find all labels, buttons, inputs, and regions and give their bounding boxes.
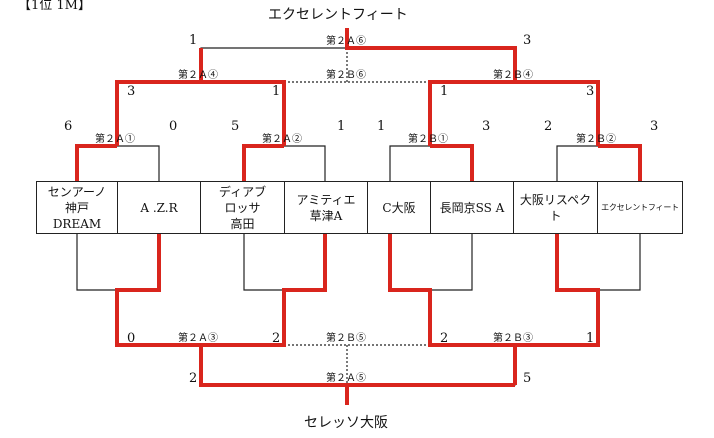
winner-respect xyxy=(515,234,600,347)
placement-note: 【1位 1M】 xyxy=(18,0,91,13)
score-bot-a3-right: 2 xyxy=(272,331,280,346)
score-bot-a3-left: 0 xyxy=(127,331,135,346)
label-bot-b5: 第２Ｂ⑤ xyxy=(326,331,366,344)
r1-b1-lines xyxy=(389,145,473,181)
r1-a1-lines xyxy=(76,145,160,181)
score-r2-b4-right: 3 xyxy=(586,84,594,99)
top-bracket-lines xyxy=(76,47,641,181)
score-r2-a4-right: 1 xyxy=(272,84,280,99)
label-r1-b2: 第２Ｂ② xyxy=(576,132,616,145)
score-bot-b3-right: 1 xyxy=(586,331,594,346)
label-bot-b3: 第２Ｂ③ xyxy=(493,331,533,344)
team-excellent-feet: エクセレントフィート xyxy=(597,181,683,234)
r2-b4-lines xyxy=(429,81,599,146)
winner-b4b xyxy=(428,80,515,146)
score-final-right: 3 xyxy=(523,33,531,48)
score-bot-a5-right: 5 xyxy=(523,371,531,386)
winner-exc-b2 xyxy=(598,144,642,181)
r2-a4-lines xyxy=(116,81,285,146)
score-r1-b2-right: 3 xyxy=(650,119,658,134)
winner-azr xyxy=(115,234,201,347)
bot-r1-b-lines xyxy=(243,234,326,291)
winner-sen-a1 xyxy=(75,144,117,181)
score-r2-a4-left: 3 xyxy=(127,84,135,99)
winner-amitie xyxy=(201,234,327,347)
winner-final-bottom xyxy=(199,345,349,405)
winner-a4b xyxy=(201,80,286,146)
score-r1-b2-left: 2 xyxy=(544,119,552,134)
label-final-a6: 第２Ａ⑥ xyxy=(326,34,366,47)
bot-r1-a-lines xyxy=(76,234,160,291)
label-r2-a4: 第２Ａ④ xyxy=(178,68,218,81)
label-r1-b1: 第２Ｂ① xyxy=(408,132,448,145)
winner-dia-a2 xyxy=(242,144,284,181)
score-r1-a2-right: 1 xyxy=(337,119,345,134)
team-c-osaka: C大阪 xyxy=(367,181,431,234)
label-r1-a2: 第２Ａ② xyxy=(262,132,302,145)
score-r1-b1-right: 3 xyxy=(482,119,490,134)
score-bot-b3-left: 2 xyxy=(440,331,448,346)
winner-a4 xyxy=(115,80,201,146)
winner-final-top xyxy=(345,28,517,82)
team-nagaokakyo: 長岡京SS A xyxy=(430,181,514,234)
score-r1-a1-left: 6 xyxy=(64,119,72,134)
team-diablossa-takada: ディアブ ロッサ 高田 xyxy=(200,181,285,234)
bot-r1-d-lines xyxy=(556,234,641,291)
team-osaka-respect: 大阪リスペクト xyxy=(513,181,598,234)
bottom-winner-paths xyxy=(115,234,600,405)
label-r1-a1: 第２Ａ① xyxy=(95,132,135,145)
bot-r1-c-lines xyxy=(389,234,473,291)
champion-top-title: エクセレントフィート xyxy=(268,7,408,23)
top-winner-paths xyxy=(75,28,642,181)
winner-naga-b1 xyxy=(430,144,474,181)
score-r1-b1-left: 1 xyxy=(377,119,385,134)
label-sf-b6: 第２Ｂ⑥ xyxy=(326,68,366,81)
label-r2-b4: 第２Ｂ④ xyxy=(493,68,533,81)
score-r2-b4-left: 1 xyxy=(440,84,448,99)
team-amitie-kusatsu: アミティエ 草津A xyxy=(284,181,368,234)
r1-a2-lines xyxy=(243,145,326,181)
score-bot-a5-left: 2 xyxy=(189,371,197,386)
score-r1-a2-left: 5 xyxy=(231,119,239,134)
winner-cosaka xyxy=(388,234,515,347)
winner-b4 xyxy=(515,80,600,146)
r1-b2-lines xyxy=(556,145,641,181)
label-bot-a5: 第２Ａ⑤ xyxy=(326,371,366,384)
team-azr: A .Z.R xyxy=(117,181,201,234)
match-labels: 第２Ａ① 第２Ａ② 第２Ｂ① 第２Ｂ② 第２Ａ④ 第２Ｂ④ 第２Ｂ⑥ 第２Ａ⑥ … xyxy=(95,34,616,384)
score-final-left: 1 xyxy=(189,33,197,48)
score-r1-a1-right: 0 xyxy=(169,119,177,134)
champion-bottom-title: セレッソ大阪 xyxy=(304,415,388,431)
scores: 6 0 5 1 1 3 2 3 3 1 1 3 1 3 0 2 2 1 2 5 xyxy=(64,33,658,386)
label-bot-a3: 第２Ａ③ xyxy=(178,331,218,344)
team-senano-kobe: センアーノ 神戸 DREAM xyxy=(36,181,118,234)
